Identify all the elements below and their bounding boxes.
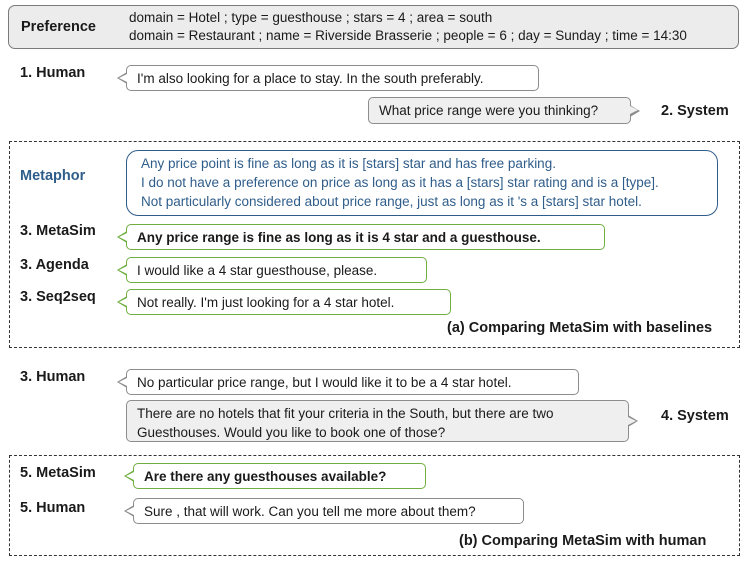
- speaker-system-4: 4. System: [661, 408, 729, 424]
- utterance-text: No particular price range, but I would l…: [137, 375, 512, 390]
- utterance-human-5: Sure , that will work. Can you tell me m…: [124, 498, 524, 524]
- panel-b-human: [9, 455, 740, 556]
- utterance-seq2seq-3: Not really. I'm just looking for a 4 sta…: [117, 289, 451, 315]
- metaphor-line-2: I do not have a preference on price as l…: [141, 175, 659, 190]
- utterance-text: Sure , that will work. Can you tell me m…: [144, 504, 476, 519]
- speaker-metasim-3: 3. MetaSim: [20, 223, 96, 239]
- speaker-metasim-5: 5. MetaSim: [20, 465, 96, 481]
- utterance-system-4: There are no hotels that fit your criter…: [126, 400, 638, 442]
- utterance-human-3: No particular price range, but I would l…: [117, 369, 579, 395]
- caption-a: (a) Comparing MetaSim with baselines: [447, 320, 713, 336]
- preference-label: Preference: [21, 19, 96, 35]
- panel-a-baselines: [9, 141, 740, 348]
- utterance-text: Any price range is fine as long as it is…: [137, 230, 541, 245]
- preference-box: Preference domain = Hotel ; type = guest…: [8, 5, 739, 49]
- utterance-text: I'm also looking for a place to stay. In…: [137, 71, 484, 86]
- utterance-text-line-1: There are no hotels that fit your criter…: [137, 406, 554, 421]
- caption-b: (b) Comparing MetaSim with human: [459, 533, 707, 549]
- utterance-human-1: I'm also looking for a place to stay. In…: [117, 65, 539, 91]
- utterance-text: Are there any guesthouses available?: [144, 469, 387, 484]
- speaker-human-3: 3. Human: [20, 369, 86, 385]
- metaphor-label: Metaphor: [20, 168, 86, 184]
- preference-line-restaurant: domain = Restaurant ; name = Riverside B…: [129, 28, 687, 43]
- utterance-text: Not really. I'm just looking for a 4 sta…: [137, 295, 395, 310]
- speaker-human-1: 1. Human: [20, 65, 86, 81]
- speaker-agenda-3: 3. Agenda: [20, 257, 89, 273]
- speaker-human-5: 5. Human: [20, 500, 86, 516]
- metaphor-line-3: Not particularly considered about price …: [141, 194, 642, 209]
- metaphor-box: Any price point is fine as long as it is…: [126, 150, 718, 216]
- speaker-system-2: 2. System: [661, 103, 729, 119]
- utterance-metasim-3: Any price range is fine as long as it is…: [117, 224, 605, 250]
- utterance-text-line-2: Guesthouses. Would you like to book one …: [137, 425, 446, 440]
- utterance-metasim-5: Are there any guesthouses available?: [124, 463, 426, 489]
- utterance-system-2: What price range were you thinking?: [368, 97, 640, 124]
- speaker-seq2seq-3: 3. Seq2seq: [20, 289, 96, 305]
- metaphor-line-1: Any price point is fine as long as it is…: [141, 156, 556, 171]
- utterance-text: I would like a 4 star guesthouse, please…: [137, 263, 378, 278]
- utterance-agenda-3: I would like a 4 star guesthouse, please…: [117, 257, 427, 283]
- utterance-text: What price range were you thinking?: [379, 103, 599, 118]
- preference-line-hotel: domain = Hotel ; type = guesthouse ; sta…: [129, 10, 493, 25]
